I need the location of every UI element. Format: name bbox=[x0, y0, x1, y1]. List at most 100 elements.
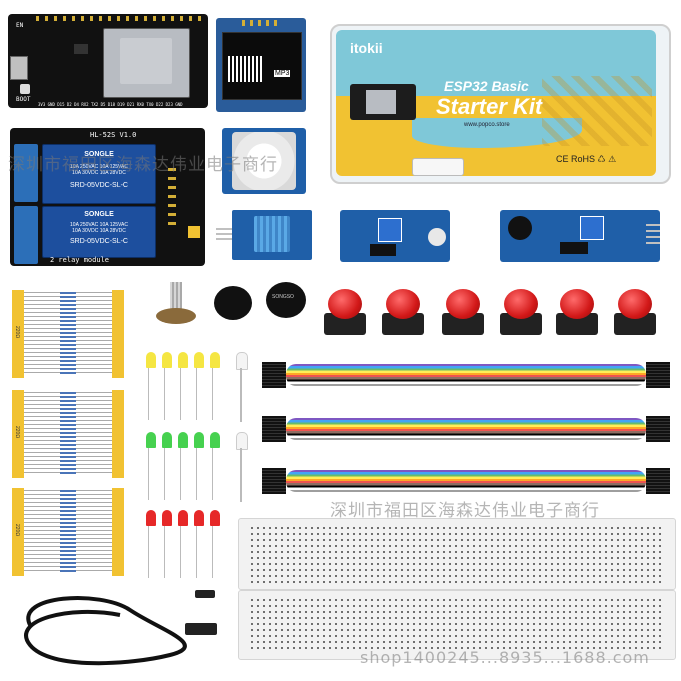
led-leads bbox=[148, 448, 222, 500]
led-green bbox=[146, 432, 156, 448]
potentiometer bbox=[150, 282, 202, 338]
led-green bbox=[178, 432, 188, 448]
usb-cable-loop bbox=[24, 596, 187, 666]
button-row bbox=[320, 285, 660, 340]
boot-button bbox=[20, 84, 30, 94]
led-green bbox=[210, 432, 220, 448]
pir-sensor bbox=[222, 128, 306, 194]
oled-pins bbox=[242, 20, 278, 26]
led-green bbox=[194, 432, 204, 448]
jumper-wires-1 bbox=[262, 360, 670, 390]
ir-pins bbox=[646, 224, 660, 244]
ir-sensor bbox=[500, 210, 660, 262]
breadboard-2 bbox=[238, 590, 676, 660]
wire-connectors-left bbox=[262, 416, 286, 442]
active-buzzer: SONGSO bbox=[266, 282, 306, 318]
usb-connector-micro bbox=[195, 590, 215, 598]
wire-connectors-right bbox=[646, 468, 670, 494]
resistor-pack-1: 220Ω bbox=[12, 290, 124, 378]
ir-pot bbox=[580, 216, 604, 240]
esp32-board: BOOT EN 3V3 GND D15 D2 D4 RX2 TX2 D5 D18… bbox=[8, 14, 208, 108]
wire-bundle bbox=[286, 470, 646, 492]
jumper-wires-2 bbox=[262, 414, 670, 444]
led-white-leads bbox=[240, 448, 242, 502]
push-button-6-base bbox=[614, 313, 656, 335]
led-leads bbox=[148, 368, 222, 420]
kit-esp-image bbox=[350, 84, 416, 120]
pin-header-top bbox=[36, 16, 201, 21]
led-green bbox=[162, 432, 172, 448]
breadboard-1 bbox=[238, 518, 676, 590]
wire-bundle bbox=[286, 364, 646, 386]
led-red bbox=[194, 510, 204, 526]
push-button-2 bbox=[386, 289, 420, 319]
relay-terminal-1 bbox=[14, 144, 38, 202]
push-button-3-base bbox=[442, 313, 484, 335]
usb-cable bbox=[24, 590, 217, 666]
resistor-tape-left bbox=[12, 488, 24, 576]
kit-component-icons bbox=[542, 76, 652, 146]
resistor-tape-right bbox=[112, 488, 124, 576]
relay-header: HL-52S V1.0 bbox=[90, 131, 137, 139]
led-group-green bbox=[146, 432, 226, 502]
en-label: EN bbox=[16, 22, 24, 29]
wire-connectors-left bbox=[262, 468, 286, 494]
resistor-bodies bbox=[60, 392, 76, 476]
led-yellow bbox=[178, 352, 188, 368]
sound-mic bbox=[428, 228, 446, 246]
resistor-tape-left bbox=[12, 290, 24, 378]
led-indicator bbox=[74, 44, 88, 54]
relay-1-spec1: 10A 250VAC 10A 125VAC bbox=[70, 164, 128, 170]
led-group-red bbox=[146, 510, 226, 580]
resistor-bodies bbox=[60, 490, 76, 574]
relay-1-spec2: 10A 30VDC 10A 28VDC bbox=[72, 170, 126, 176]
pot-shaft bbox=[170, 282, 182, 310]
boot-label: BOOT bbox=[16, 96, 31, 103]
pin-labels: 3V3 GND D15 D2 D4 RX2 TX2 D5 D18 D19 D21… bbox=[38, 102, 183, 107]
oled-display: MP3 bbox=[216, 18, 306, 112]
kit-website: www.popco.store bbox=[464, 122, 510, 128]
relay-2: SONGLE 10A 250VAC 10A 125VAC 10A 30VDC 1… bbox=[42, 206, 156, 258]
led-red bbox=[146, 510, 156, 526]
resistor-tape-right bbox=[112, 290, 124, 378]
led-yellow bbox=[210, 352, 220, 368]
dht11-grid bbox=[254, 216, 290, 252]
wire-bundle bbox=[286, 418, 646, 440]
wire-connectors-left bbox=[262, 362, 286, 388]
kit-marks: CE RoHS ♺ ⚠ bbox=[556, 154, 617, 164]
relay-1-brand: SONGLE bbox=[84, 151, 114, 158]
push-button-5-base bbox=[556, 313, 598, 335]
relay-terminal-2 bbox=[14, 206, 38, 264]
ir-chip bbox=[560, 242, 588, 254]
sound-sensor bbox=[340, 210, 450, 262]
push-button-4-base bbox=[500, 313, 542, 335]
led-white-leads bbox=[240, 368, 242, 422]
breadboard-holes bbox=[249, 597, 665, 653]
dht11-pins bbox=[216, 228, 232, 240]
kit-title-line2: Starter Kit bbox=[436, 94, 543, 119]
led-yellow bbox=[162, 352, 172, 368]
passive-buzzer bbox=[214, 286, 252, 320]
oled-text: MP3 bbox=[274, 70, 291, 77]
resistor-tape-right bbox=[112, 390, 124, 478]
pot-body bbox=[156, 308, 196, 324]
resistor-tape-left bbox=[12, 390, 24, 478]
resistor-pack-2: 220Ω bbox=[12, 390, 124, 478]
led-red bbox=[210, 510, 220, 526]
relay-1-model: SRD-05VDC-SL-C bbox=[70, 182, 128, 189]
led-red bbox=[178, 510, 188, 526]
relay-1: SONGLE 10A 250VAC 10A 125VAC 10A 30VDC 1… bbox=[42, 144, 156, 204]
led-leads bbox=[148, 526, 222, 578]
relay-pins bbox=[168, 168, 176, 228]
kit-title-line1: ESP32 Basic bbox=[444, 78, 529, 94]
pir-dome bbox=[232, 132, 296, 190]
led-white bbox=[236, 352, 248, 370]
led-white-2 bbox=[236, 432, 248, 502]
breadboard-holes bbox=[249, 525, 665, 583]
ir-led-pair bbox=[508, 216, 532, 240]
buzzer-label: SONGSO bbox=[272, 294, 294, 300]
resistor-label: 220Ω bbox=[14, 326, 20, 339]
jumper-wires-3 bbox=[262, 466, 670, 496]
wifi-antenna bbox=[120, 38, 172, 84]
push-button-1 bbox=[328, 289, 362, 319]
